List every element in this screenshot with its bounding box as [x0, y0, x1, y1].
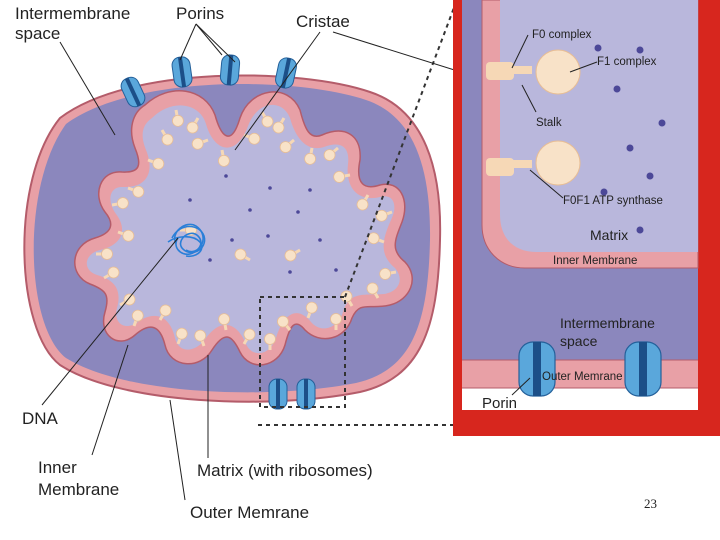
inset-label-inner: Inner Membrane [553, 255, 637, 267]
label-inner-line2: Membrane [38, 480, 119, 499]
porin-icon [518, 341, 556, 397]
inset-matrix [500, 0, 698, 252]
slide-number: 23 [644, 496, 657, 511]
inset-leader-lines [511, 34, 598, 396]
inset-label-stalk: Stalk [536, 117, 562, 129]
porin-icon [268, 378, 288, 410]
label-porins: Porins [176, 4, 224, 23]
dna-coil [167, 223, 206, 258]
inset-porins [518, 341, 662, 397]
zoom-indicator [258, 4, 458, 426]
label-intermembrane-line1: Intermembrane [15, 4, 130, 23]
atp-synthase-complexes [486, 49, 581, 186]
ribosomes [188, 174, 338, 274]
inset-panel: F0 complex F1 complex Stalk F0F1 ATP syn… [453, 0, 720, 436]
porin-icon [219, 53, 241, 87]
label-dna: DNA [22, 409, 59, 428]
label-inner-line1: Inner [38, 458, 77, 477]
mitochondrion [23, 53, 442, 410]
porin-icon [624, 341, 662, 397]
inset-ribosomes [594, 44, 666, 234]
label-matrix: Matrix (with ribosomes) [197, 461, 373, 480]
label-intermembrane-line2: space [15, 24, 60, 43]
inset-label-f0: F0 complex [532, 29, 592, 41]
inset-label-matrix: Matrix [590, 227, 628, 243]
label-cristae: Cristae [296, 12, 350, 31]
main-labels: Intermembrane space Porins Cristae DNA I… [15, 4, 481, 522]
inset-label-f1: F1 complex [597, 56, 657, 68]
inset-label-atp: F0F1 ATP synthase [563, 195, 663, 207]
inset-label-ims-line2: space [560, 333, 598, 349]
matrix [86, 104, 400, 354]
inset-label-outer: Outer Memrane [542, 371, 623, 383]
inset-label-porin: Porin [482, 395, 517, 412]
label-outer: Outer Memrane [190, 503, 309, 522]
porin-icon [296, 378, 316, 410]
inset-label-ims-line1: Intermembrane [560, 315, 655, 331]
